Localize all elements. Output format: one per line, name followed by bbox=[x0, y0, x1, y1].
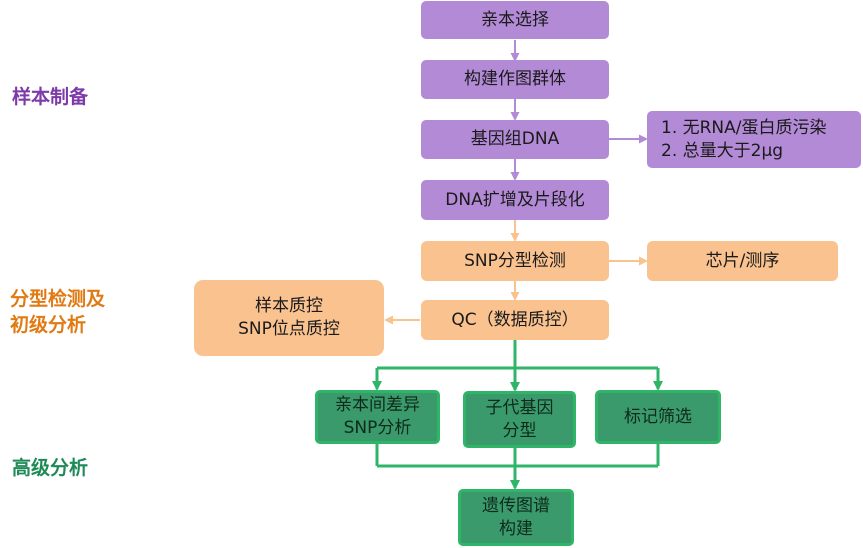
text-line: SNP位点质控 bbox=[238, 319, 340, 339]
text-line: 芯片/测序 bbox=[705, 250, 780, 271]
box-text: 高级分析 bbox=[12, 455, 88, 481]
text-line: SNP分析 bbox=[343, 418, 412, 438]
stage-label-sample-prep: 样本制备 bbox=[12, 84, 88, 110]
qc-box: QC（数据质控） bbox=[421, 300, 609, 340]
box-text: 样本质控 SNP位点质控 bbox=[238, 295, 340, 341]
text-line: SNP分型检测 bbox=[464, 250, 566, 271]
genetic-map-box: 遗传图谱构建 bbox=[458, 489, 574, 546]
box-text: 标记筛选 bbox=[624, 406, 692, 429]
text-line: 遗传图谱 bbox=[482, 495, 550, 516]
text-line: DNA扩增及片段化 bbox=[445, 189, 585, 210]
genomic-dna-box: 基因组DNA bbox=[421, 120, 609, 159]
stage-label-genotyping: 分型检测及初级分析 bbox=[10, 286, 105, 338]
snp-genotyping-box: SNP分型检测 bbox=[421, 241, 609, 281]
progeny-genotype-box: 子代基因分型 bbox=[463, 391, 576, 448]
qc-details-box: 样本质控 SNP位点质控 bbox=[194, 280, 384, 356]
text-line: 1. 无RNA/蛋白质污染 bbox=[661, 117, 827, 138]
build-population-box: 构建作图群体 bbox=[421, 60, 609, 99]
text-line: 样本质控 bbox=[254, 296, 323, 316]
text-line: 2. 总量大于2μg bbox=[661, 140, 784, 161]
text-line: 构建 bbox=[499, 518, 533, 539]
text-line: 分型 bbox=[502, 420, 537, 441]
text-line: QC（数据质控） bbox=[451, 309, 579, 330]
text-line: 初级分析 bbox=[10, 314, 87, 336]
text-line: 基因组DNA bbox=[470, 129, 560, 149]
stage-label-advanced: 高级分析 bbox=[12, 455, 88, 481]
box-text: 子代基因分型 bbox=[486, 397, 554, 443]
box-text: DNA扩增及片段化 bbox=[445, 189, 584, 212]
text-line: 高级分析 bbox=[12, 457, 89, 479]
text-line: 标记筛选 bbox=[624, 406, 692, 427]
dna-amplification-box: DNA扩增及片段化 bbox=[421, 180, 609, 220]
marker-screening-box: 标记筛选 bbox=[595, 390, 721, 444]
box-text: 构建作图群体 bbox=[464, 68, 566, 91]
box-text: 亲本间差异 SNP分析 bbox=[335, 394, 420, 440]
box-text: SNP分型检测 bbox=[464, 250, 566, 273]
box-text: 分型检测及初级分析 bbox=[10, 286, 105, 338]
text-line: 亲本间差异 bbox=[335, 395, 420, 415]
chip-sequencing-box: 芯片/测序 bbox=[647, 241, 838, 281]
text-line: 子代基因 bbox=[485, 397, 554, 418]
text-line: 构建作图群体 bbox=[464, 69, 566, 89]
text-line: 亲本选择 bbox=[481, 9, 549, 30]
box-text: 样本制备 bbox=[12, 84, 88, 110]
parent-selection-box: 亲本选择 bbox=[421, 1, 609, 39]
box-text: 亲本选择 bbox=[481, 9, 549, 32]
text-line: 样本制备 bbox=[12, 86, 89, 108]
box-text: 芯片/测序 bbox=[706, 250, 780, 273]
box-text: 基因组DNA bbox=[471, 128, 559, 151]
box-text: QC（数据质控） bbox=[451, 309, 578, 332]
box-text: 遗传图谱构建 bbox=[482, 495, 550, 541]
text-line: 分型检测及 bbox=[10, 288, 106, 310]
parent-diff-snp-box: 亲本间差异 SNP分析 bbox=[315, 390, 440, 444]
